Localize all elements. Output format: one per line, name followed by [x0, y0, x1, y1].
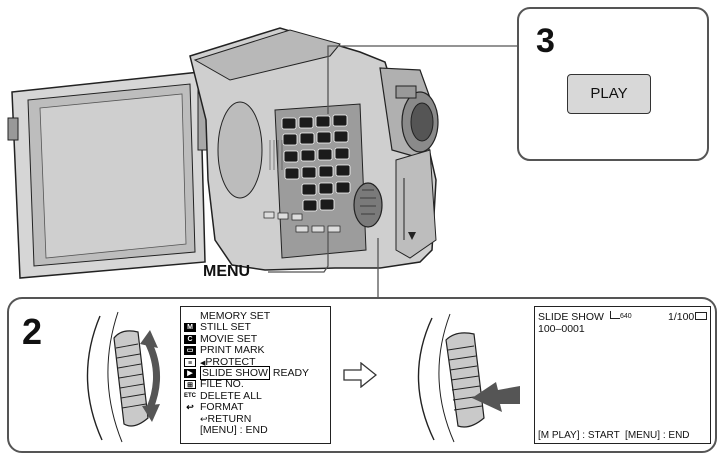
memory-icon: M — [184, 323, 196, 333]
menu-item-selected[interactable]: ▶ SLIDE SHOW READY — [184, 365, 328, 380]
menu-item[interactable]: C MOVIE SET — [184, 332, 328, 345]
menu-screen — [180, 306, 331, 444]
step3-number: 3 — [536, 22, 555, 60]
menu-item-label: SLIDE SHOW — [200, 365, 270, 380]
image-size-icon — [610, 311, 620, 319]
control-buttons-icon — [281, 114, 351, 212]
menu-item[interactable]: ≡ ◀PROTECT — [184, 355, 328, 368]
menu-item-label: FILE NO. — [200, 378, 244, 391]
menu-item[interactable]: M STILL SET — [184, 321, 328, 334]
next-arrow-icon — [343, 362, 377, 388]
menu-item-label: STILL SET — [200, 321, 251, 334]
image-counter-value: 1/100 — [668, 311, 695, 323]
menu-button-label: MENU — [203, 263, 251, 280]
pointer-icon: ◀ — [200, 359, 206, 367]
menu-item-label: RETURN — [207, 412, 252, 425]
menu-item-label: FORMAT — [200, 401, 244, 414]
setup-icon: ≡ — [184, 357, 196, 367]
jog-dial-press-illustration — [417, 313, 520, 443]
menu-item-label: MOVIE SET — [200, 332, 258, 345]
camera-body-icon — [189, 27, 439, 271]
menu-item-label: PRINT MARK — [200, 344, 265, 357]
slide-show-footer: [M PLAY] : START [MENU] : END — [538, 430, 690, 441]
slide-show-screen — [534, 306, 711, 444]
image-counter: 1/100 — [668, 311, 708, 323]
jog-dial-rotate-illustration — [86, 311, 161, 443]
image-size-indicator: 640 — [610, 311, 632, 323]
menu-item[interactable]: MEMORY SET — [200, 310, 271, 322]
image-size-value: 640 — [620, 313, 632, 320]
step2-number: 2 — [22, 311, 43, 352]
menu-list: MEMORY SET M STILL SET C MOVIE SET ▭ PRINT … — [184, 310, 328, 436]
menu-item[interactable]: ETC DELETE ALL — [184, 389, 328, 402]
lcd-panel-icon — [7, 71, 223, 279]
memory-card-icon — [695, 312, 708, 320]
slide-show-title: SLIDE SHOW — [538, 311, 604, 323]
menu-item[interactable]: ▭ PRINT MARK — [184, 344, 328, 357]
etc-icon: ETC — [184, 392, 196, 399]
menu-item-label: DELETE ALL — [200, 389, 262, 402]
tv-icon: ⊞ — [184, 380, 196, 390]
menu-item[interactable]: ⊞ FILE NO. — [184, 378, 328, 391]
return-arrow-icon: ↩ — [200, 413, 208, 424]
playback-icon: ▶ — [184, 368, 196, 378]
leader-lines — [268, 45, 520, 298]
camera-icon: C — [184, 334, 196, 344]
menu-item-value: READY — [272, 366, 310, 379]
menu-item[interactable]: ↩ FORMAT — [186, 401, 328, 414]
tape-icon: ▭ — [184, 346, 196, 356]
file-number: 100–0001 — [538, 323, 585, 335]
menu-footer: [MENU] : END — [200, 423, 268, 436]
menu-item-label: PROTECT — [205, 355, 256, 368]
return-icon: ↩ — [186, 402, 194, 413]
menu-item[interactable]: ↩RETURN — [200, 412, 328, 425]
play-button[interactable]: PLAY — [567, 74, 651, 114]
